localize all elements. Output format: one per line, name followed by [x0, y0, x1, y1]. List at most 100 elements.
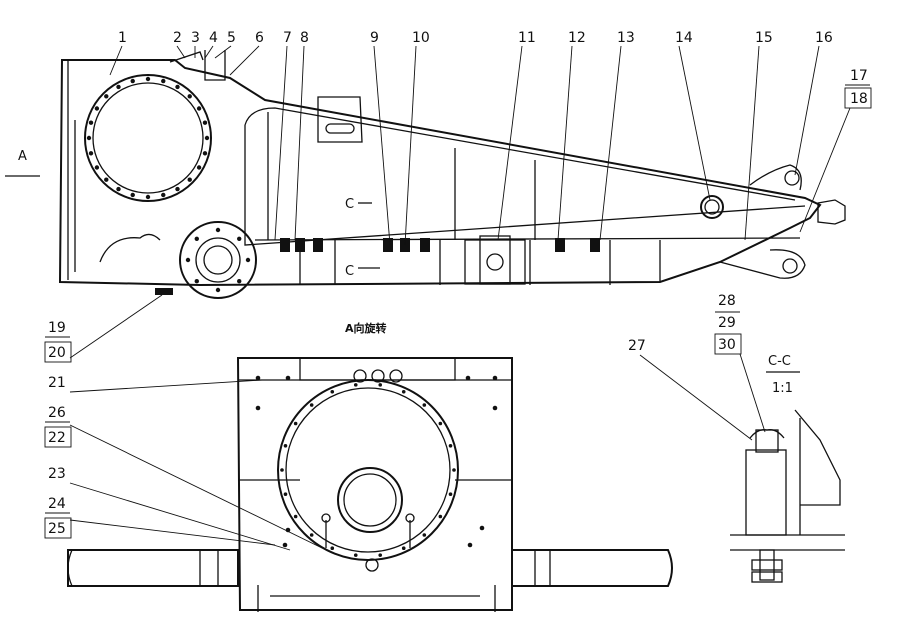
hook-eye-right — [405, 513, 415, 523]
callout-leader — [739, 353, 766, 433]
block-bolt — [492, 405, 498, 411]
bolt-hole — [202, 151, 208, 156]
view-a-bolt — [283, 492, 288, 497]
callout-label: 13 — [617, 30, 635, 46]
hydraulic-core — [479, 235, 511, 285]
view-a-bolt — [353, 383, 358, 387]
callout-label: 9 — [370, 30, 379, 46]
block-bolt — [479, 525, 485, 531]
view-a-bolt — [401, 389, 406, 394]
block-bolt — [467, 542, 473, 548]
section-mark-c-lower: C — [345, 264, 354, 279]
callout-leader — [678, 45, 711, 201]
left-shaft — [67, 549, 239, 587]
view-a: A向旋转 — [67, 321, 673, 612]
view-a-bolt — [309, 533, 314, 537]
callout-leader — [557, 45, 573, 241]
bolt-hole — [196, 165, 202, 170]
chord-bolt — [420, 238, 430, 252]
boom-inner-upper — [244, 107, 796, 201]
block-bolt — [465, 375, 471, 381]
callout-label: 19 — [48, 320, 66, 336]
callout-box — [44, 517, 72, 539]
callout-leader — [373, 45, 391, 246]
bolt-hole — [116, 186, 121, 192]
bearing-core — [203, 245, 233, 275]
callout-label: 23 — [48, 466, 66, 482]
callout-label: 15 — [755, 30, 773, 46]
bearing-bolt — [185, 257, 191, 263]
upper-lug — [749, 164, 802, 191]
end-pin — [817, 199, 846, 225]
bolt-hole — [130, 78, 135, 84]
web-stiffeners — [454, 148, 536, 240]
callout-leader — [109, 45, 123, 76]
lift-hooks — [325, 520, 411, 548]
block-bolts — [255, 375, 498, 548]
callout-leader — [229, 45, 260, 76]
right-shaft — [511, 549, 673, 587]
end-block-outline — [236, 357, 513, 611]
callout-leader — [69, 424, 323, 549]
cc-nut-2 — [751, 571, 783, 583]
bearing-bolt — [215, 227, 221, 233]
lifting-plate — [317, 96, 363, 143]
block-bolt — [282, 542, 288, 548]
callout-label: 8 — [300, 30, 309, 46]
callout-box — [44, 426, 72, 448]
callout-label: 1 — [118, 30, 127, 46]
callout-leader — [497, 45, 523, 241]
top-fittings — [169, 50, 226, 81]
bearing-bolt — [194, 236, 199, 241]
hydraulic-port — [486, 253, 504, 271]
bolt-hole — [161, 78, 166, 84]
chord-bolt — [280, 238, 290, 252]
callout-label: 4 — [209, 30, 218, 46]
fitting-c — [389, 369, 403, 383]
bearing-bolt — [237, 236, 242, 241]
callout-leader — [404, 45, 417, 246]
callout-leader — [69, 379, 263, 393]
callout-label: 14 — [675, 30, 693, 46]
view-a-bolt — [448, 443, 453, 448]
view-a-bolt — [448, 492, 453, 497]
view-a-bore-outer — [277, 379, 459, 561]
callout-leader — [794, 45, 820, 176]
callout-leader — [69, 519, 276, 546]
view-a-bolt — [293, 421, 298, 426]
block-bolt — [492, 375, 498, 381]
bearing-bolt — [215, 287, 221, 293]
callout-label: 2 — [173, 30, 182, 46]
view-a-bolt — [293, 514, 298, 519]
section-title: C-C — [768, 354, 791, 369]
bearing-bolts — [185, 227, 251, 293]
bearing-ring — [195, 237, 241, 283]
lifting-slot — [325, 123, 355, 134]
section-cc: C-C 1:1 — [730, 354, 845, 583]
view-a-bolt — [452, 468, 456, 472]
block-bolt — [255, 405, 261, 411]
view-a-bolt — [283, 443, 288, 448]
hook-eye-left — [321, 513, 331, 523]
main-bore-inner — [92, 82, 204, 194]
rib-lines — [299, 240, 661, 285]
callout-label: 28 — [718, 293, 736, 309]
block-bolt — [285, 375, 291, 381]
side-view: A — [5, 50, 846, 299]
callout-box — [844, 87, 872, 109]
view-a-bolt — [280, 468, 284, 472]
chord-bolt — [295, 238, 305, 252]
bearing-bolt — [237, 279, 242, 284]
view-a-bolt — [309, 403, 314, 407]
bolt-hole — [175, 186, 180, 192]
callout-leader — [294, 45, 305, 241]
callout-leader — [69, 294, 163, 359]
fitting-b — [371, 369, 385, 383]
callout-label: 17 — [850, 68, 868, 84]
lower-lug-hole — [782, 258, 798, 274]
callout-leader — [744, 45, 760, 241]
view-a-bolt — [330, 389, 335, 394]
cc-base-plate — [730, 534, 845, 551]
boss-14 — [700, 195, 724, 219]
callout-leader — [176, 45, 186, 59]
